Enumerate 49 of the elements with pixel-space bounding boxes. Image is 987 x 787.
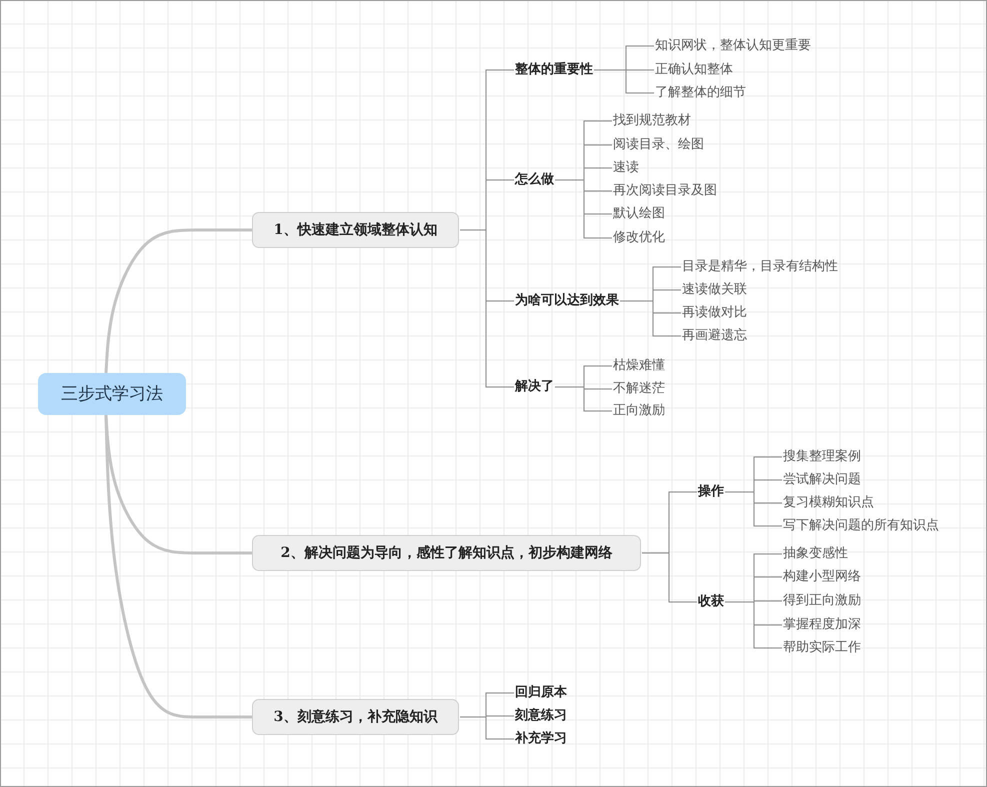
detail-text: 帮助实际工作: [783, 638, 861, 658]
subtopic-text: 操作: [698, 482, 724, 502]
connector-line: [104, 228, 252, 374]
detail-text: 掌握程度加深: [783, 615, 861, 635]
detail-text: 再读做对比: [682, 303, 747, 323]
connector-line: [104, 414, 252, 718]
detail-text: 知识网状，整体认知更重要: [655, 36, 811, 56]
detail-text: 构建小型网络: [783, 567, 861, 587]
central-topic-box: 三步式学习法: [38, 373, 186, 415]
connector-line: [460, 716, 514, 740]
detail-text: 了解整体的细节: [655, 83, 746, 103]
connector-line: [724, 602, 782, 648]
detail-text: 复习模糊知识点: [783, 493, 874, 513]
subtopic-text: 整体的重要性: [515, 60, 593, 80]
detail-text: 写下解决问题的所有知识点: [783, 516, 939, 536]
detail-text: 默认绘图: [613, 204, 665, 224]
detail-text: 搜集整理案例: [783, 447, 861, 467]
connector-line: [554, 180, 612, 238]
detail-text: 修改优化: [613, 228, 665, 248]
connector-line: [620, 300, 682, 336]
detail-text: 抽象变感性: [783, 544, 848, 564]
connector-line: [724, 492, 782, 526]
detail-text: 速读: [613, 158, 639, 178]
detail-text: 得到正向激励: [783, 591, 861, 611]
connector-line: [594, 70, 654, 94]
detail-text: 枯燥难懂: [613, 356, 665, 376]
main-topic-box: 1、快速建立领域整体认知: [252, 212, 459, 248]
subtopic-text: 解决了: [515, 377, 554, 397]
detail-text: 阅读目录、绘图: [613, 135, 704, 155]
detail-text: 速读做关联: [682, 280, 747, 300]
subtopic-text: 为啥可以达到效果: [515, 291, 619, 311]
detail-text: 不解迷茫: [613, 379, 665, 399]
subtopic-text: 收获: [698, 592, 724, 612]
subtopic-text: 补充学习: [515, 729, 567, 749]
main-topic-box: 2、解决问题为导向，感性了解知识点，初步构建网络: [252, 535, 641, 571]
detail-text: 再次阅读目录及图: [613, 181, 717, 201]
detail-text: 尝试解决问题: [783, 470, 861, 490]
detail-text: 正确认知整体: [655, 60, 733, 80]
subtopic-text: 回归原本: [515, 683, 567, 703]
detail-text: 再画避遗忘: [682, 326, 747, 346]
subtopic-text: 刻意练习: [515, 706, 567, 726]
detail-text: 正向激励: [613, 401, 665, 421]
connector-line: [554, 386, 612, 412]
detail-text: 目录是精华，目录有结构性: [682, 257, 838, 277]
connector-line: [460, 230, 514, 388]
connector-line: [642, 552, 698, 602]
detail-text: 找到规范教材: [613, 111, 691, 131]
subtopic-text: 怎么做: [515, 170, 554, 190]
main-topic-box: 3、刻意练习，补充隐知识: [252, 699, 459, 735]
